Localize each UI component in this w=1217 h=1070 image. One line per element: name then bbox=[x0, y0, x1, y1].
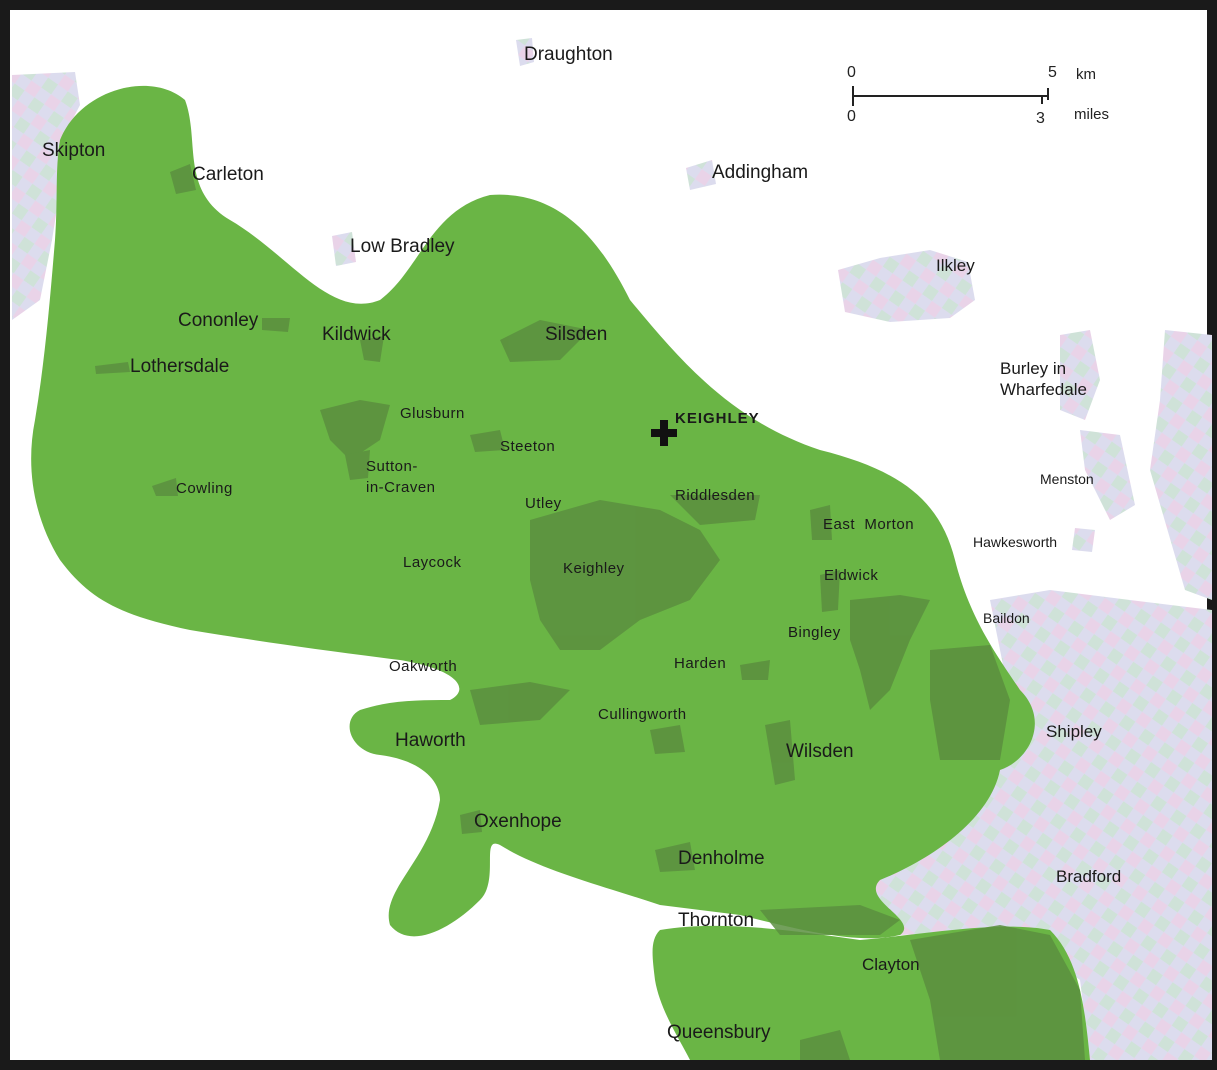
urban-low-bradley bbox=[332, 232, 356, 266]
place-lothersdale: Lothersdale bbox=[130, 356, 230, 377]
place-bradford: Bradford bbox=[1056, 867, 1122, 886]
place-addingham: Addingham bbox=[712, 162, 809, 183]
scale-km-start: 0 bbox=[847, 64, 856, 81]
blot-thornton bbox=[760, 905, 900, 935]
cross-icon bbox=[651, 420, 677, 446]
place-utley: Utley bbox=[525, 495, 562, 512]
urban-east bbox=[1150, 330, 1212, 600]
place-keighley: Keighley bbox=[563, 560, 625, 577]
blot-cullingworth bbox=[650, 725, 685, 754]
blot-shipley-edge bbox=[930, 645, 1010, 760]
place-queensbury: Queensbury bbox=[667, 1022, 771, 1043]
place-baildon: Baildon bbox=[983, 610, 1030, 626]
blot-bingley bbox=[850, 595, 930, 710]
urban-burley bbox=[1060, 330, 1100, 420]
place-carleton: Carleton bbox=[192, 164, 264, 185]
scale-miles-start: 0 bbox=[847, 108, 856, 125]
place-cullingworth: Cullingworth bbox=[598, 706, 687, 723]
blot-steeton bbox=[470, 430, 505, 452]
place-oxenhope: Oxenhope bbox=[474, 811, 562, 832]
place-denholme: Denholme bbox=[678, 848, 765, 869]
scale-bar bbox=[852, 86, 1049, 106]
blot-cononley bbox=[262, 318, 290, 332]
urban-draughton bbox=[516, 38, 534, 66]
place-eldwick: Eldwick bbox=[824, 567, 879, 584]
place-east-morton: East Morton bbox=[823, 516, 915, 533]
place-shipley: Shipley bbox=[1046, 722, 1102, 741]
place-menston: Menston bbox=[1040, 471, 1094, 487]
blot-carleton bbox=[170, 164, 196, 194]
place-cononley: Cononley bbox=[178, 310, 259, 331]
settlements bbox=[95, 164, 1085, 1060]
place-wilsden: Wilsden bbox=[786, 741, 854, 762]
blot-silsden bbox=[500, 320, 590, 362]
blot-keighley bbox=[530, 500, 720, 650]
place-draughton: Draughton bbox=[524, 44, 613, 65]
place-thornton: Thornton bbox=[678, 910, 755, 931]
place-silsden: Silsden bbox=[545, 324, 608, 345]
place-ilkley: Ilkley bbox=[936, 256, 975, 275]
place-oakworth: Oakworth bbox=[389, 658, 458, 675]
blot-harden bbox=[740, 660, 770, 680]
place-glusburn: Glusburn bbox=[400, 405, 465, 422]
place-low-bradley: Low Bradley bbox=[350, 236, 455, 257]
scale-miles-unit: miles bbox=[1074, 106, 1110, 123]
place-keighley-marker: KEIGHLEY bbox=[675, 410, 760, 427]
scale-miles-end: 3 bbox=[1036, 110, 1045, 127]
blot-oxenhope bbox=[460, 810, 482, 834]
blot-east-morton bbox=[810, 505, 832, 540]
urban-addingham bbox=[686, 160, 716, 190]
place-burley: Burley in Wharfedale bbox=[1000, 359, 1087, 399]
place-steeton: Steeton bbox=[500, 438, 556, 455]
scale-km-end: 5 bbox=[1048, 64, 1057, 81]
blot-eldwick bbox=[820, 570, 840, 612]
urban-hawkesworth bbox=[1072, 528, 1095, 552]
blot-clayton bbox=[910, 925, 1085, 1060]
blot-lothersdale bbox=[95, 362, 130, 374]
place-haworth: Haworth bbox=[395, 730, 466, 751]
urban-ilkley bbox=[838, 250, 975, 322]
blot-denholme bbox=[655, 842, 695, 872]
scale-km-unit: km bbox=[1076, 66, 1096, 83]
place-hawkesworth: Hawkesworth bbox=[973, 534, 1058, 550]
place-kildwick: Kildwick bbox=[322, 324, 391, 345]
blot-wilsden bbox=[765, 720, 795, 785]
place-laycock: Laycock bbox=[403, 554, 462, 571]
place-bingley: Bingley bbox=[788, 624, 841, 641]
blot-queensbury bbox=[800, 1030, 850, 1060]
place-sutton: Sutton- in-Craven bbox=[366, 458, 436, 496]
place-riddlesden: Riddlesden bbox=[675, 487, 756, 504]
blot-haworth bbox=[470, 682, 570, 725]
place-clayton: Clayton bbox=[862, 955, 920, 974]
place-cowling: Cowling bbox=[176, 480, 233, 497]
place-skipton: Skipton bbox=[42, 140, 106, 161]
blot-kildwick bbox=[360, 336, 384, 362]
blot-sutton bbox=[345, 450, 370, 480]
blot-cowling bbox=[152, 478, 178, 496]
blot-riddlesden bbox=[670, 495, 760, 525]
urban-bradford bbox=[860, 590, 1212, 1060]
place-harden: Harden bbox=[674, 655, 727, 672]
urban-menston bbox=[1080, 430, 1135, 520]
blot-glusburn bbox=[320, 400, 390, 460]
